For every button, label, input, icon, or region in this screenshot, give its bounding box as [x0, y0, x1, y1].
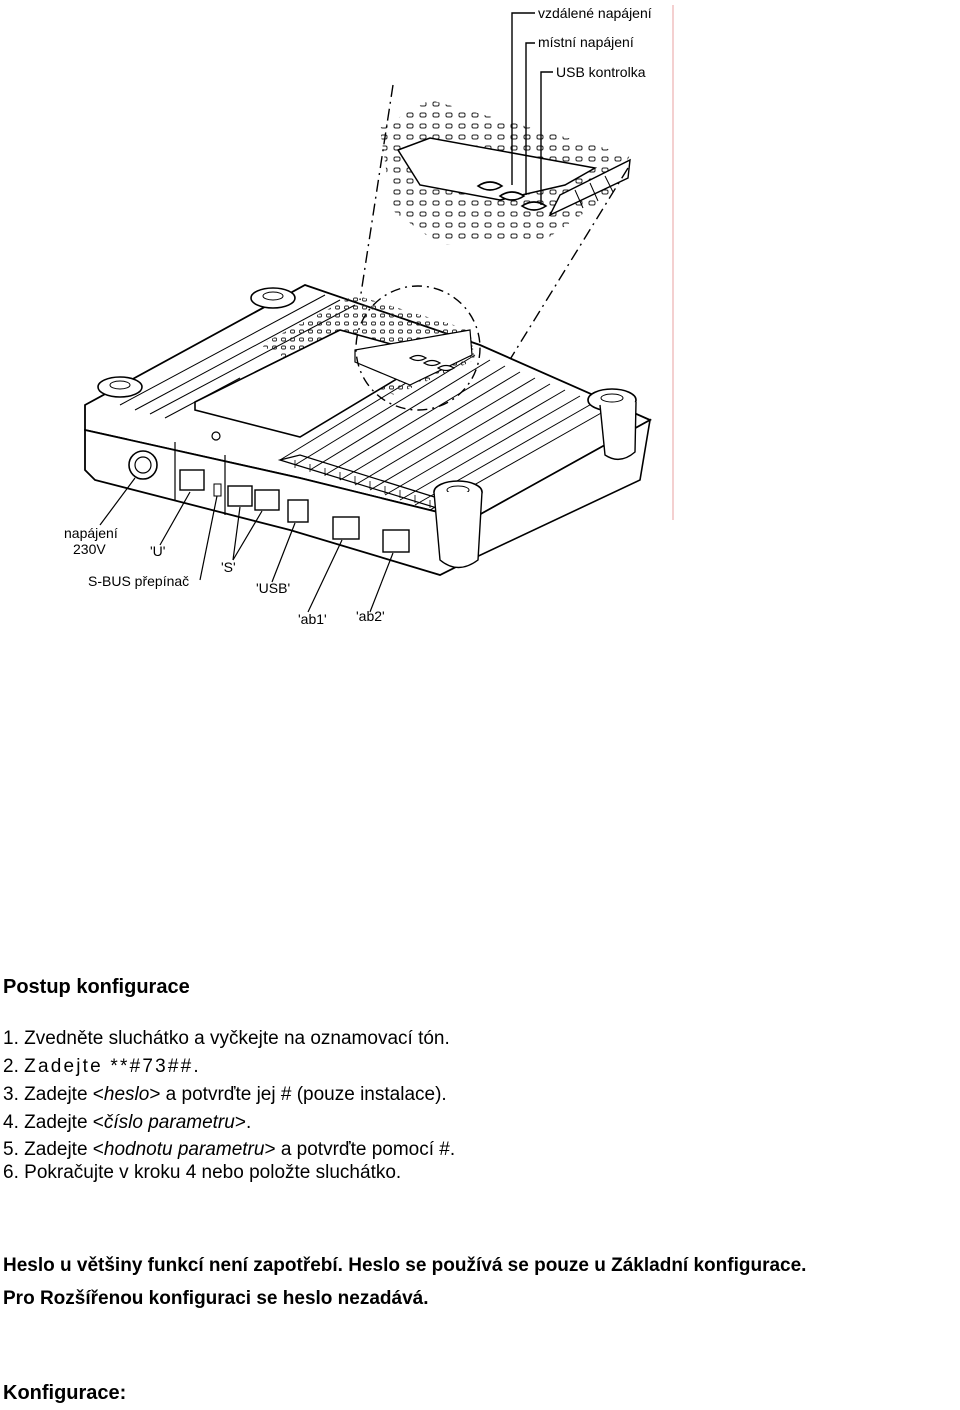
configuration-heading: Konfigurace: [3, 1382, 127, 1404]
step-text: Zadejte **#73##. [24, 1056, 201, 1077]
step-text: Zadejte < [24, 1084, 104, 1105]
password-note-line-1: Heslo u většiny funkcí není zapotřebí. H… [3, 1255, 807, 1276]
usb-led-label: USB kontrolka [556, 64, 646, 80]
step-number: 3. [3, 1084, 19, 1105]
step-6: 6. Pokračujte v kroku 4 nebo položte slu… [3, 1162, 401, 1184]
step-param: heslo [103, 1084, 150, 1105]
step-4: 4. Zadejte <číslo parametru>. [3, 1112, 251, 1134]
power-label: napájení [64, 525, 118, 541]
step-text: Pokračujte v kroku 4 nebo položte sluchá… [24, 1162, 402, 1183]
zoom-inset [380, 12, 631, 245]
step-text: Zadejte < [24, 1112, 104, 1133]
step-param: číslo parametru [103, 1112, 235, 1133]
step-text-end: > a potvrďte pomocí #. [264, 1139, 456, 1160]
port-s-label: 'S' [221, 559, 236, 575]
step-number: 6. [3, 1162, 19, 1183]
step-number: 1. [3, 1028, 19, 1049]
voltage-label: 230V [73, 541, 106, 557]
device-illustration: vzdálené napájení místní napájení USB ko… [64, 5, 674, 627]
step-number: 4. [3, 1112, 19, 1133]
step-text: Zadejte < [24, 1139, 104, 1160]
step-number: 5. [3, 1139, 19, 1160]
port-u-label: 'U' [150, 543, 165, 559]
step-1: 1. Zvedněte sluchátko a vyčkejte na ozna… [3, 1028, 450, 1050]
password-note-line-2: Pro Rozšířenou konfiguraci se heslo neza… [3, 1288, 429, 1309]
step-param: hodnotu parametru [103, 1139, 265, 1160]
step-2: 2. Zadejte **#73##. [3, 1056, 201, 1078]
sbus-switch-label: S-BUS přepínač [88, 573, 189, 589]
step-text: Zvedněte sluchátko a vyčkejte na oznamov… [24, 1028, 450, 1049]
step-number: 2. [3, 1056, 19, 1077]
port-ab2-label: 'ab2' [356, 608, 385, 624]
config-procedure-heading: Postup konfigurace [3, 976, 190, 998]
step-text-end: >. [234, 1112, 252, 1133]
remote-power-label: vzdálené napájení [538, 5, 652, 21]
port-usb-label: 'USB' [256, 580, 290, 596]
step-text-end: > a potvrďte jej # (pouze instalace). [149, 1084, 447, 1105]
step-3: 3. Zadejte <heslo> a potvrďte jej # (pou… [3, 1084, 447, 1106]
port-ab1-label: 'ab1' [298, 611, 327, 627]
local-power-label: místní napájení [538, 34, 634, 50]
step-5: 5. Zadejte <hodnotu parametru> a potvrďt… [3, 1139, 455, 1161]
port-leader-lines [99, 477, 394, 613]
device-body [84, 284, 653, 576]
